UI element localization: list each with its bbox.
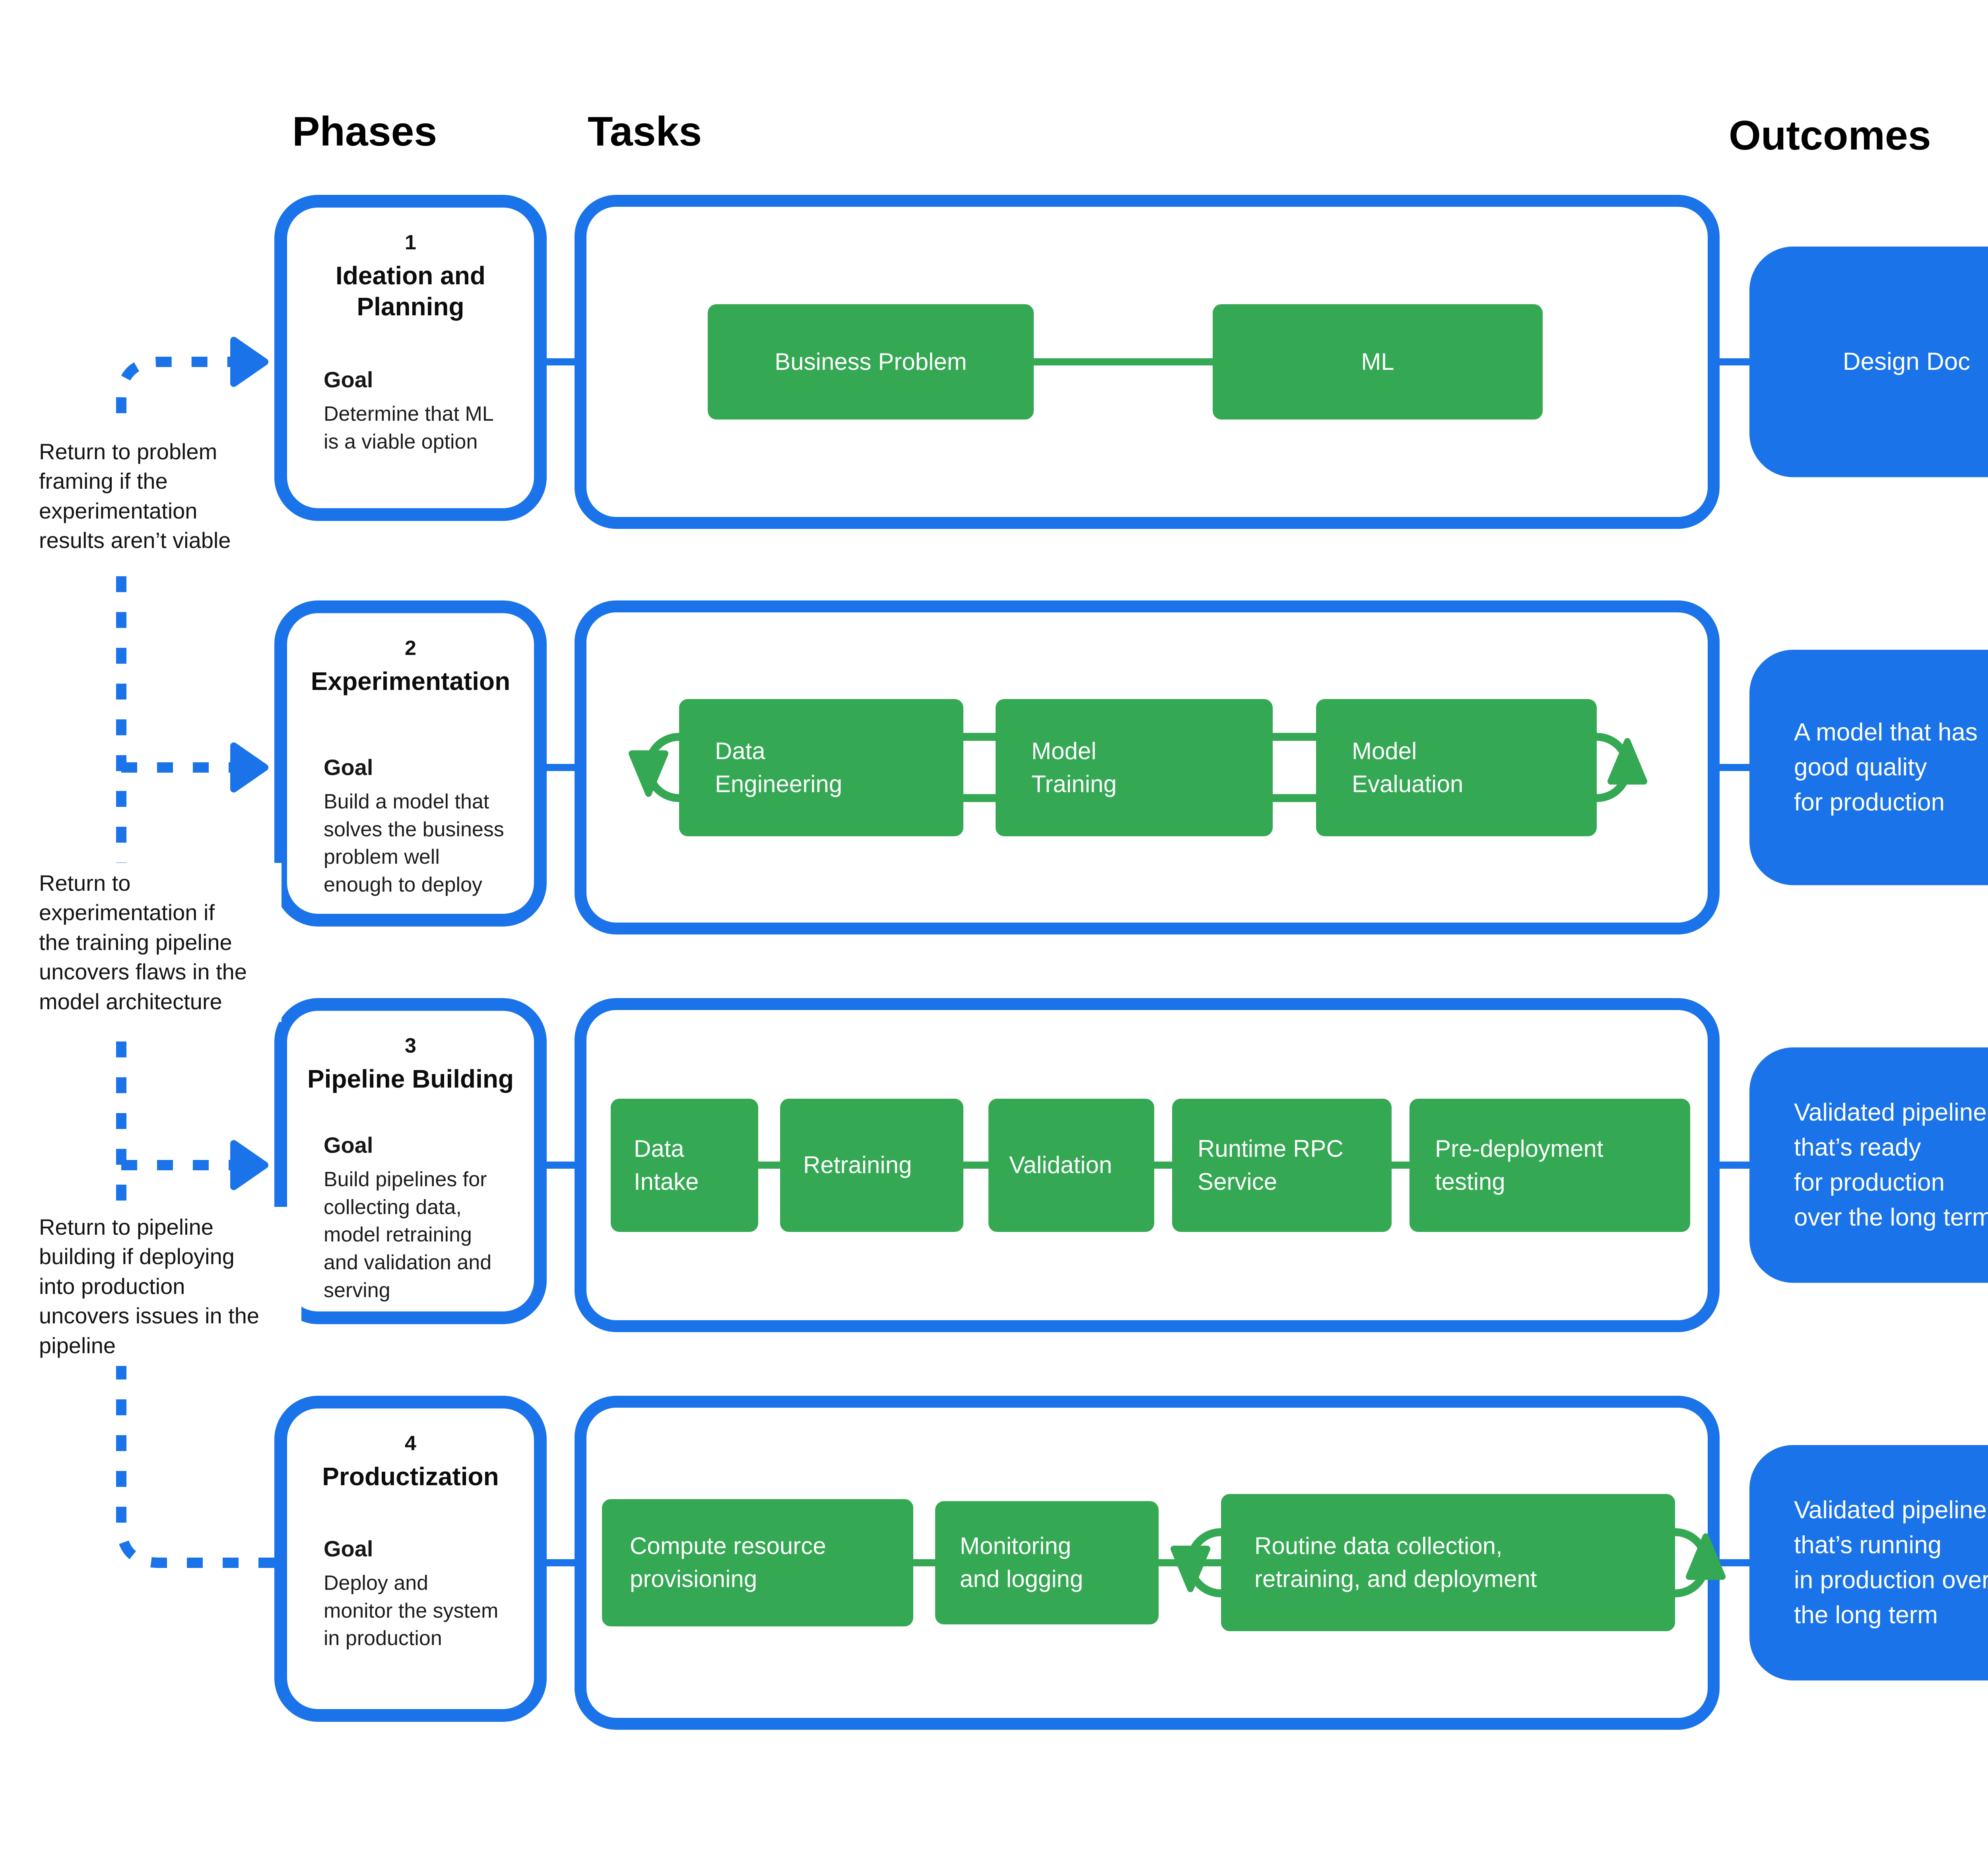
outcome-validated-pipeline-ready: Validated pipeline that’s ready for prod…	[1749, 1047, 1988, 1283]
task-label: ML	[1361, 348, 1394, 375]
column-header-phases: Phases	[292, 109, 437, 155]
task-box-model-evaluation: Model Evaluation	[1316, 699, 1597, 836]
goal-label: Goal	[324, 367, 373, 392]
feedback-dashed-paths	[116, 357, 274, 1568]
task-box-retraining: Retraining	[780, 1099, 963, 1232]
phase-number: 4	[405, 1432, 416, 1455]
outcome-label: Validated pipeline that’s ready for prod…	[1794, 1098, 1988, 1232]
goal-label: Goal	[324, 1536, 373, 1561]
goal-label: Goal	[324, 1133, 373, 1158]
iteration-loop-production-arrows	[1171, 1533, 1726, 1592]
phase-number: 1	[405, 231, 416, 254]
goal-label: Goal	[324, 755, 373, 780]
goal-text: Build a model that solves the business p…	[324, 790, 504, 897]
phase-goal-block: Goal Build a model that solves the busin…	[324, 754, 522, 899]
task-label: Business Problem	[775, 348, 967, 375]
task-label: Runtime RPC Service	[1198, 1135, 1343, 1195]
task-label: Model Evaluation	[1352, 737, 1464, 797]
feedback-arrowheads	[230, 337, 268, 1190]
note-return-to-problem-framing: Return to problem framing if the experim…	[35, 431, 266, 561]
task-box-predeployment-testing: Pre-deployment testing	[1409, 1099, 1690, 1232]
goal-text: Build pipelines for collecting data, mod…	[324, 1168, 492, 1302]
column-header-tasks: Tasks	[588, 109, 702, 155]
task-box-monitoring-logging: Monitoring and logging	[935, 1501, 1159, 1624]
green-task-connectors	[758, 358, 1409, 1566]
column-header-outcomes: Outcomes	[1729, 113, 1931, 159]
phase-card-experimentation: 2 Experimentation Goal Build a model tha…	[274, 600, 547, 927]
task-label: Compute resource provisioning	[630, 1533, 826, 1592]
arrow-to-ideation	[230, 337, 268, 387]
phase-title: Experimentation	[311, 667, 511, 695]
goal-text: Determine that ML is a viable option	[324, 402, 494, 453]
task-box-routine-collection-retraining-deployment: Routine data collection, retraining, and…	[1221, 1494, 1675, 1631]
task-box-business-problem: Business Problem	[708, 304, 1034, 420]
arrow-to-experimentation	[230, 742, 268, 793]
task-label: Retraining	[803, 1152, 912, 1179]
phase-card-pipeline-building: 3 Pipeline Building Goal Build pipelines…	[274, 998, 547, 1324]
task-label: Validation	[1009, 1152, 1112, 1179]
phase-title: Productization	[322, 1462, 499, 1491]
phase-goal-block: Goal Determine that ML is a viable optio…	[324, 367, 522, 456]
outcome-design-doc: Design Doc	[1749, 247, 1988, 477]
outcome-label: Design Doc	[1842, 348, 1971, 375]
phase-goal-block: Goal Deploy and monitor the system in pr…	[324, 1536, 522, 1653]
task-label: Data Engineering	[715, 737, 843, 797]
outcome-label: Validated pipeline that’s running in pro…	[1794, 1496, 1988, 1629]
arrow-to-pipeline-building	[230, 1140, 268, 1190]
task-label: Data Intake	[634, 1135, 699, 1195]
phase-number: 2	[405, 637, 416, 660]
task-box-data-intake: Data Intake	[611, 1099, 758, 1232]
phase-task-outcome-connectors	[546, 358, 1751, 1566]
outcome-quality-model: A model that has good quality for produc…	[1749, 650, 1988, 885]
phase-title: Ideation and Planning	[336, 261, 485, 321]
task-label: Monitoring and logging	[960, 1533, 1083, 1592]
task-box-validation: Validation	[988, 1099, 1154, 1232]
phase-goal-block: Goal Build pipelines for collecting data…	[324, 1132, 522, 1304]
task-box-ml: ML	[1213, 304, 1543, 420]
task-label: Pre-deployment testing	[1435, 1135, 1604, 1195]
task-box-data-engineering: Data Engineering	[679, 699, 963, 836]
task-label: Model Training	[1031, 737, 1117, 797]
phase-card-ideation-planning: 1 Ideation and Planning Goal Determine t…	[274, 195, 547, 521]
task-box-runtime-rpc-service: Runtime RPC Service	[1172, 1099, 1392, 1232]
task-label: Routine data collection, retraining, and…	[1254, 1532, 1537, 1592]
phase-number: 3	[405, 1034, 416, 1057]
phase-title: Pipeline Building	[307, 1065, 514, 1093]
goal-text: Deploy and monitor the system in product…	[324, 1572, 499, 1650]
note-return-to-experimentation: Return to experimentation if the trainin…	[35, 863, 282, 1022]
task-box-compute-provisioning: Compute resource provisioning	[602, 1499, 913, 1626]
phase-card-productization: 4 Productization Goal Deploy and monitor…	[274, 1396, 547, 1722]
outcome-validated-pipeline-running: Validated pipeline that’s running in pro…	[1749, 1445, 1988, 1680]
task-box-model-training: Model Training	[996, 699, 1273, 836]
iteration-loop-experimentation-arrows	[629, 738, 1647, 797]
outcome-label: A model that has good quality for produc…	[1794, 718, 1978, 816]
note-return-to-pipeline-building: Return to pipeline building if deploying…	[35, 1207, 301, 1366]
